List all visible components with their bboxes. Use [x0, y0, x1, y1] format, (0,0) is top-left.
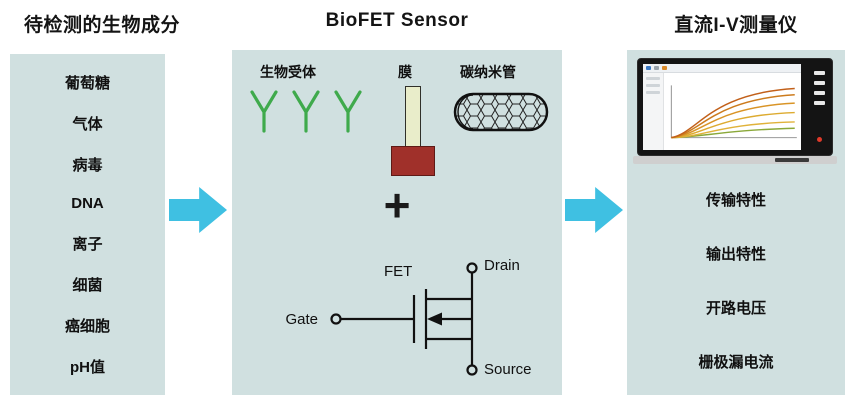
analyte-item: DNA	[71, 195, 104, 213]
toolbar-dot	[646, 66, 651, 70]
power-led	[817, 137, 822, 142]
gate-label: Gate	[285, 311, 318, 328]
vent-slot	[814, 71, 825, 75]
screen-sidebar	[643, 73, 664, 150]
monitor-base	[633, 156, 837, 164]
fet-symbol: FET Gate Drain Source	[272, 255, 552, 390]
measurement-item: 传输特性	[705, 191, 766, 209]
vent-slot	[814, 81, 825, 85]
analyte-item: 离子	[72, 235, 103, 253]
arrow-right-icon	[169, 187, 227, 233]
analyte-item: 葡萄糖	[64, 75, 110, 93]
analyte-item: 气体	[72, 116, 103, 134]
antibody-icon	[248, 86, 280, 139]
toolbar-dot	[662, 66, 667, 70]
sidebar-line	[646, 91, 660, 94]
membrane-icon	[390, 86, 436, 178]
measurement-panel: 传输特性 输出特性 开路电压 栅极漏电流	[627, 50, 845, 395]
analyte-item: pH值	[70, 358, 105, 376]
fet-label: FET	[384, 263, 413, 280]
vent-slot	[814, 101, 825, 105]
membrane-base	[391, 146, 435, 176]
source-label: Source	[484, 361, 532, 378]
measurement-item: 输出特性	[705, 245, 766, 263]
monitor-screen	[643, 64, 801, 150]
analyte-item: 细菌	[72, 276, 103, 294]
carbon-nanotube-icon	[453, 92, 549, 132]
analytes-panel: 葡萄糖 气体 病毒 DNA 离子 细菌 癌细胞 pH值	[10, 54, 165, 395]
sidebar-line	[646, 84, 660, 87]
analyte-item: 癌细胞	[64, 317, 110, 335]
arrow-right-icon	[565, 187, 623, 233]
middle-title: BioFET Sensor	[325, 10, 469, 31]
vent-slot	[814, 91, 825, 95]
biofet-sensor-panel: 生物受体 膜 碳纳米管	[232, 50, 562, 395]
toolbar-dot	[654, 66, 659, 70]
membrane-label: 膜	[398, 64, 412, 80]
bezel-vents	[814, 71, 825, 105]
bioreceptor-label: 生物受体	[260, 64, 316, 80]
antibody-icon	[290, 86, 322, 139]
fet-circuit-icon	[330, 262, 478, 376]
measurement-item: 开路电压	[705, 299, 766, 317]
right-title: 直流I-V测量仪	[674, 15, 798, 36]
base-slot	[775, 158, 809, 162]
drain-label: Drain	[484, 257, 520, 274]
plus-sign: +	[383, 179, 411, 231]
left-title: 待检测的生物成分	[24, 15, 181, 36]
antibody-icon	[332, 86, 364, 139]
sidebar-line	[646, 77, 660, 80]
nanotube-label: 碳纳米管	[460, 64, 516, 80]
membrane-bar	[405, 86, 421, 148]
antibody-icons	[248, 86, 364, 139]
measurement-list: 传输特性 输出特性 开路电压 栅极漏电流	[627, 172, 845, 388]
screen-toolbar	[643, 64, 801, 73]
measurement-item: 栅极漏电流	[698, 353, 774, 371]
iv-curves-chart	[663, 73, 801, 150]
instrument-monitor	[637, 58, 833, 156]
analyte-item: 病毒	[72, 157, 103, 175]
